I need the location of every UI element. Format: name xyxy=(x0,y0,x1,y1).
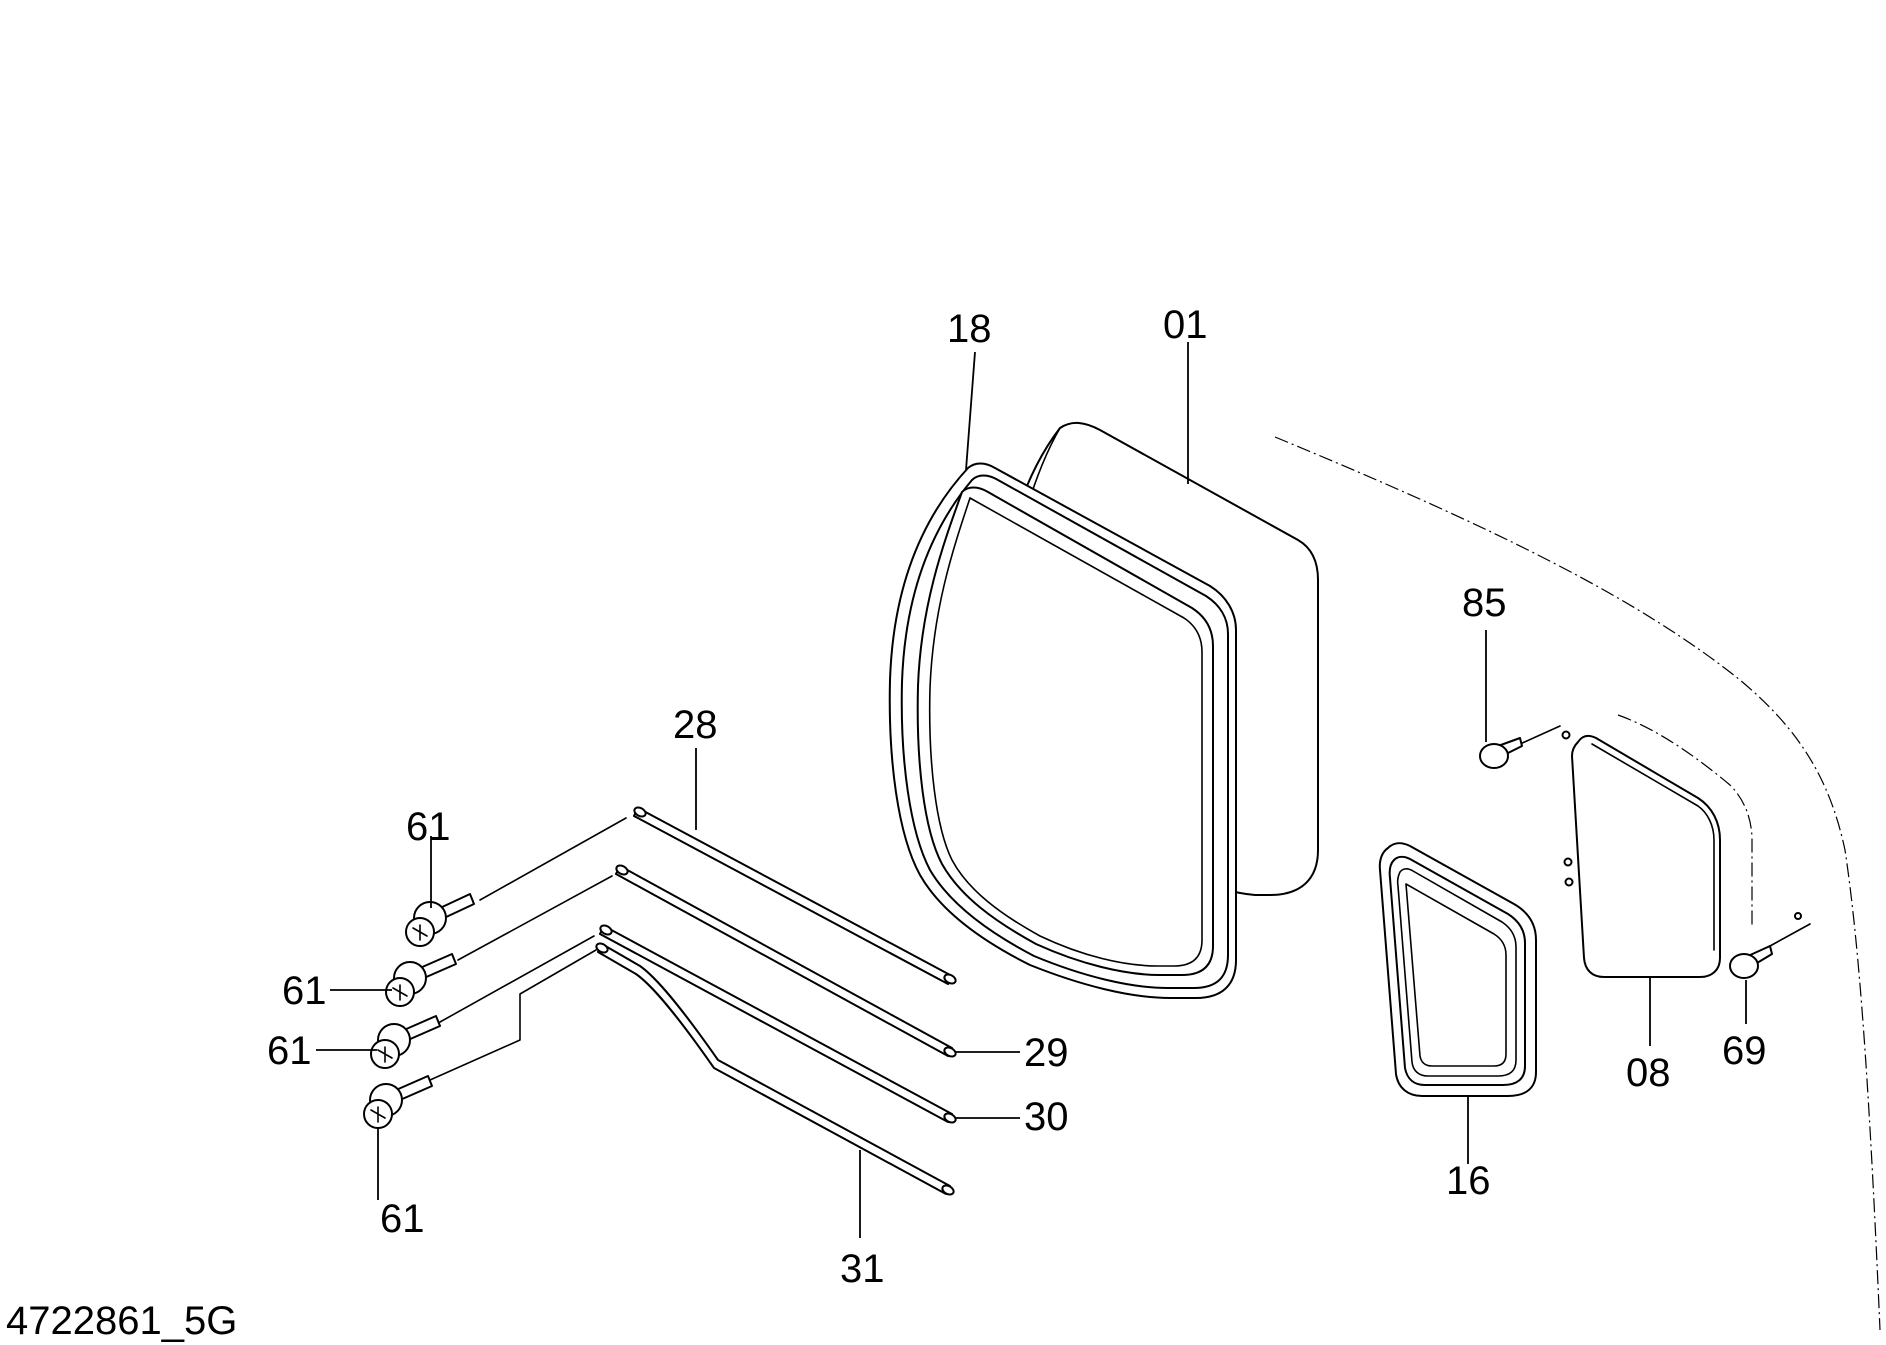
callout-31: 31 xyxy=(840,1247,885,1291)
drawing-number: 4722861_5G xyxy=(6,1299,237,1343)
bolt-61-d xyxy=(363,1075,433,1129)
seal-frame-18 xyxy=(888,462,1237,999)
small-glass-08 xyxy=(1561,730,1802,978)
callout-labels: 18 01 85 28 61 61 61 61 29 30 31 16 08 6… xyxy=(267,303,1767,1291)
callout-29: 29 xyxy=(1024,1031,1069,1075)
callout-85: 85 xyxy=(1462,581,1507,625)
bolt-61-a xyxy=(405,893,475,947)
bolt-61-b xyxy=(385,953,457,1007)
leader-lines xyxy=(316,342,1747,1238)
callout-69: 69 xyxy=(1722,1029,1767,1073)
small-seal-16 xyxy=(1378,842,1537,1097)
callout-16: 16 xyxy=(1446,1159,1491,1203)
callout-08: 08 xyxy=(1626,1051,1671,1095)
callout-01: 01 xyxy=(1163,303,1208,347)
cab-outline xyxy=(1274,436,1881,1331)
pin-85 xyxy=(1479,725,1561,769)
rod-28 xyxy=(633,806,957,985)
rod-29 xyxy=(615,864,957,1058)
fastener-axes xyxy=(429,817,627,1081)
callout-30: 30 xyxy=(1024,1095,1069,1139)
callout-61-top: 61 xyxy=(406,805,451,849)
callout-61-third: 61 xyxy=(267,1029,312,1073)
bolt-61-c xyxy=(370,1015,441,1069)
callout-28: 28 xyxy=(673,703,718,747)
callout-18: 18 xyxy=(947,307,992,351)
pin-69 xyxy=(1729,923,1811,979)
rod-31 xyxy=(595,942,955,1196)
callout-61-bottom: 61 xyxy=(380,1197,425,1241)
rod-30 xyxy=(599,924,957,1124)
callout-61-second: 61 xyxy=(282,969,327,1013)
